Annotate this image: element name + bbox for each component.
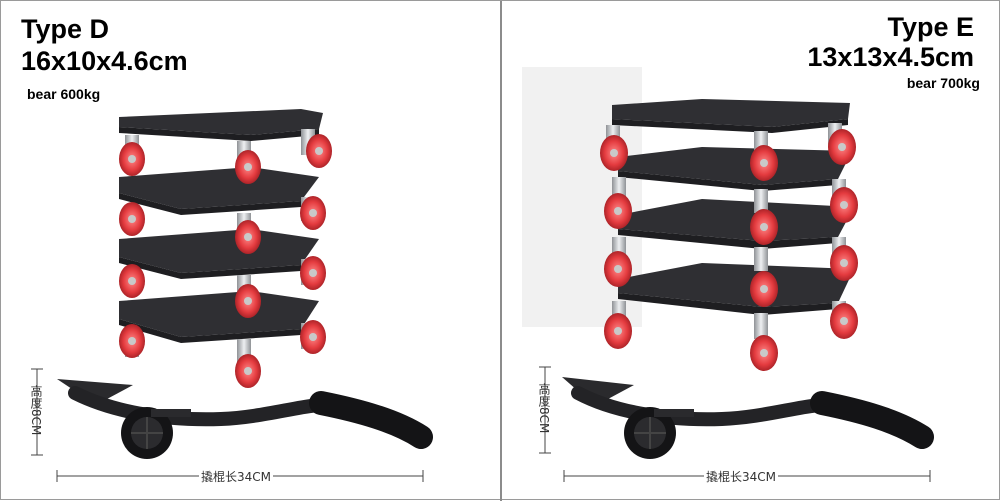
type-d-panel: Type D 16x10x4.6cm bear 600kg 高度8CM 撬棍长3… bbox=[1, 1, 499, 501]
dolly-level-2 bbox=[119, 167, 326, 254]
height-dimension-line bbox=[539, 366, 551, 454]
height-dimension-line bbox=[31, 368, 43, 456]
product-type-label: Type D bbox=[21, 14, 110, 44]
product-dimensions: 13x13x4.5cm bbox=[807, 42, 974, 72]
dolly-level-4 bbox=[119, 291, 326, 388]
type-e-illustration bbox=[522, 67, 934, 482]
dolly-level-1 bbox=[600, 99, 856, 181]
type-d-illustration bbox=[31, 109, 433, 482]
lever-height-label: 高度8CM bbox=[537, 383, 551, 434]
lever-length-label: 撬棍长34CM bbox=[704, 468, 779, 485]
load-capacity: bear 700kg bbox=[906, 75, 980, 91]
panel-divider bbox=[500, 1, 502, 501]
lever-length-label: 撬棍长34CM bbox=[199, 468, 274, 485]
load-capacity: bear 600kg bbox=[27, 86, 101, 102]
dolly-level-1 bbox=[119, 109, 332, 184]
product-type-label: Type E bbox=[887, 12, 974, 42]
lever-height-label: 高度8CM bbox=[29, 385, 43, 436]
type-e-panel: Type E 13x13x4.5cm bear 700kg 高度8CM 撬棍长3… bbox=[502, 1, 1000, 501]
stacked-dollies bbox=[600, 99, 858, 371]
dolly-level-2 bbox=[604, 147, 858, 245]
dolly-level-3 bbox=[119, 229, 326, 318]
stacked-dollies bbox=[119, 109, 332, 388]
product-dimensions: 16x10x4.6cm bbox=[21, 46, 188, 76]
dolly-level-3 bbox=[604, 199, 858, 307]
dolly-level-4 bbox=[604, 263, 858, 371]
lever-bar bbox=[562, 377, 934, 459]
lever-bar bbox=[57, 379, 433, 459]
